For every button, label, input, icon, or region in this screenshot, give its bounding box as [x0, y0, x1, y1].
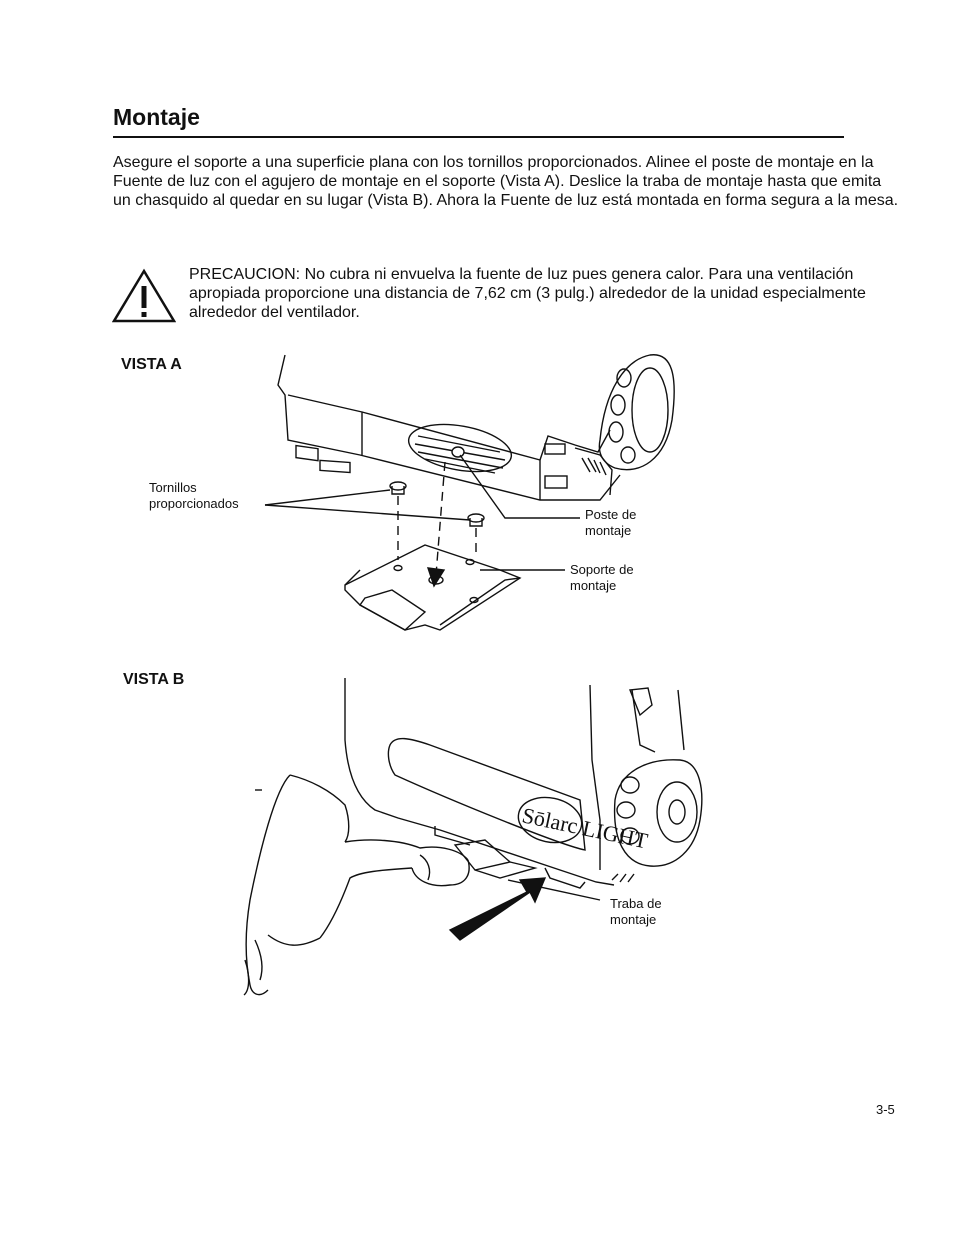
hand-illustration — [243, 774, 470, 996]
title-rule — [113, 136, 844, 138]
page-number: 3-5 — [876, 1102, 895, 1117]
push-arrow — [448, 877, 547, 941]
caution-text: PRECAUCION: No cubra ni envuelva la fuen… — [189, 266, 866, 321]
light-source-underside — [277, 354, 621, 501]
vista-b-label: VISTA B — [123, 671, 185, 688]
knob-illustration-a — [598, 354, 675, 471]
callout-mounting-bracket: Soporte de montaje — [570, 562, 634, 593]
callout-mounting-latch: Traba de montaje — [610, 896, 662, 927]
warning-triangle-icon — [112, 268, 176, 323]
section-title: Montaje — [113, 104, 200, 130]
knob-illustration-b — [611, 759, 703, 883]
callout-leaders-a — [264, 454, 580, 571]
callout-screws: Tornillos proporcionados — [149, 480, 239, 511]
screws — [389, 461, 485, 588]
light-source-body — [344, 678, 685, 889]
intro-paragraph: Asegure el soporte a una superficie plan… — [113, 154, 899, 209]
mounting-bracket — [344, 544, 522, 631]
vista-a-label: VISTA A — [121, 356, 182, 373]
callout-mounting-post: Poste de montaje — [585, 507, 637, 538]
